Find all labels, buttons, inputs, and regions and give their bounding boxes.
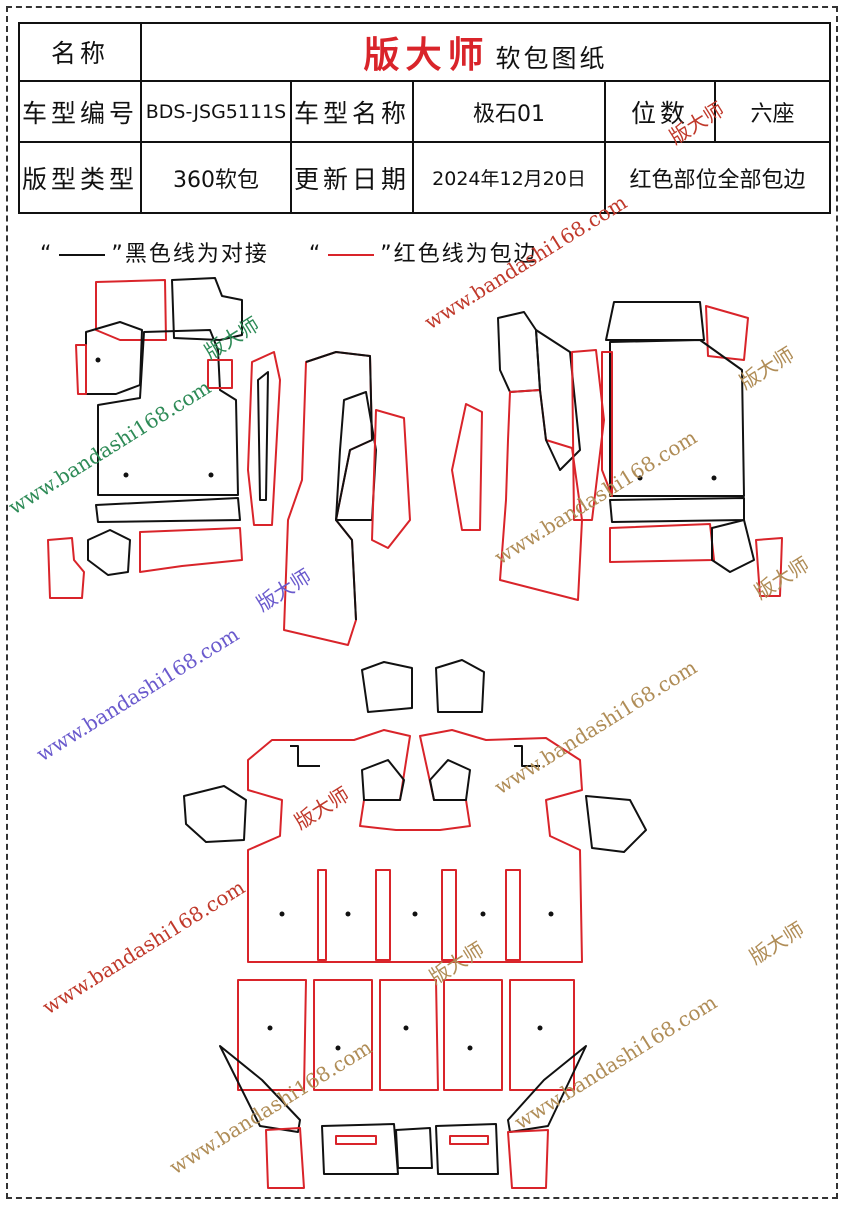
watermarks: www.bandashi168.com 版大师 www.bandashi168.… xyxy=(4,97,814,1179)
brand-title: 版大师 xyxy=(363,35,490,76)
legend-red-line xyxy=(328,254,375,256)
legend-quote-close: ” xyxy=(111,242,125,267)
watermark-brand: 版大师 xyxy=(745,917,809,969)
legend-quote-open-2: “ xyxy=(308,242,323,267)
line-legend: “”黑色线为对接 “”红色线为包边 xyxy=(40,236,538,268)
watermark-text: www.bandashi168.com xyxy=(32,622,243,766)
update-date-value: 2024年12月20日 xyxy=(412,141,606,214)
watermark-brand: 版大师 xyxy=(665,97,729,149)
seats-value: 六座 xyxy=(713,80,832,143)
page-border xyxy=(6,6,838,1199)
watermark-text: www.bandashi168.com xyxy=(510,990,721,1134)
mid-seat-mats xyxy=(183,659,647,963)
watermark-brand: 版大师 xyxy=(252,564,316,616)
watermark-text: www.bandashi168.com xyxy=(4,375,215,519)
pattern-type-label: 版型类型 xyxy=(18,141,142,214)
watermark-text: www.bandashi168.com xyxy=(490,655,701,799)
legend-red-text: 红色线为包边 xyxy=(393,242,538,267)
center-console-mats xyxy=(283,311,605,646)
info-table: 名称 版大师软包图纸 车型编号 BDS-JSG5111S 车型名称 极石01 位… xyxy=(18,22,832,214)
edge-note: 红色部位全部包边 xyxy=(603,141,832,214)
watermark-text: www.bandashi168.com xyxy=(490,425,701,569)
watermark-brand: 版大师 xyxy=(290,782,354,834)
update-label: 更新日期 xyxy=(290,141,414,214)
name-label: 名称 xyxy=(18,22,142,82)
model-name-label: 车型名称 xyxy=(290,80,414,143)
watermark-text: www.bandashi168.com xyxy=(38,875,249,1019)
watermark-brand: 版大师 xyxy=(200,312,264,364)
watermark-text: www.bandashi168.com xyxy=(165,1035,376,1179)
seats-label: 位数 xyxy=(604,80,716,143)
legend-quote-open: “ xyxy=(40,242,54,267)
legend-black-text: 黑色线为对接 xyxy=(124,242,269,267)
model-code-value: BDS-JSG5111S xyxy=(140,80,292,143)
legend-black-line xyxy=(59,254,106,256)
pattern-type-value: 360软包 xyxy=(140,141,292,214)
front-right-mats xyxy=(601,301,783,597)
brand-subtitle: 软包图纸 xyxy=(495,44,608,73)
model-name-value: 极石01 xyxy=(412,80,606,143)
title-cell: 版大师软包图纸 xyxy=(139,22,832,82)
rear-trunk-mats xyxy=(219,979,587,1189)
legend-quote-close-2: ” xyxy=(380,242,394,267)
front-left-mats xyxy=(47,277,281,599)
model-code-label: 车型编号 xyxy=(18,80,142,143)
